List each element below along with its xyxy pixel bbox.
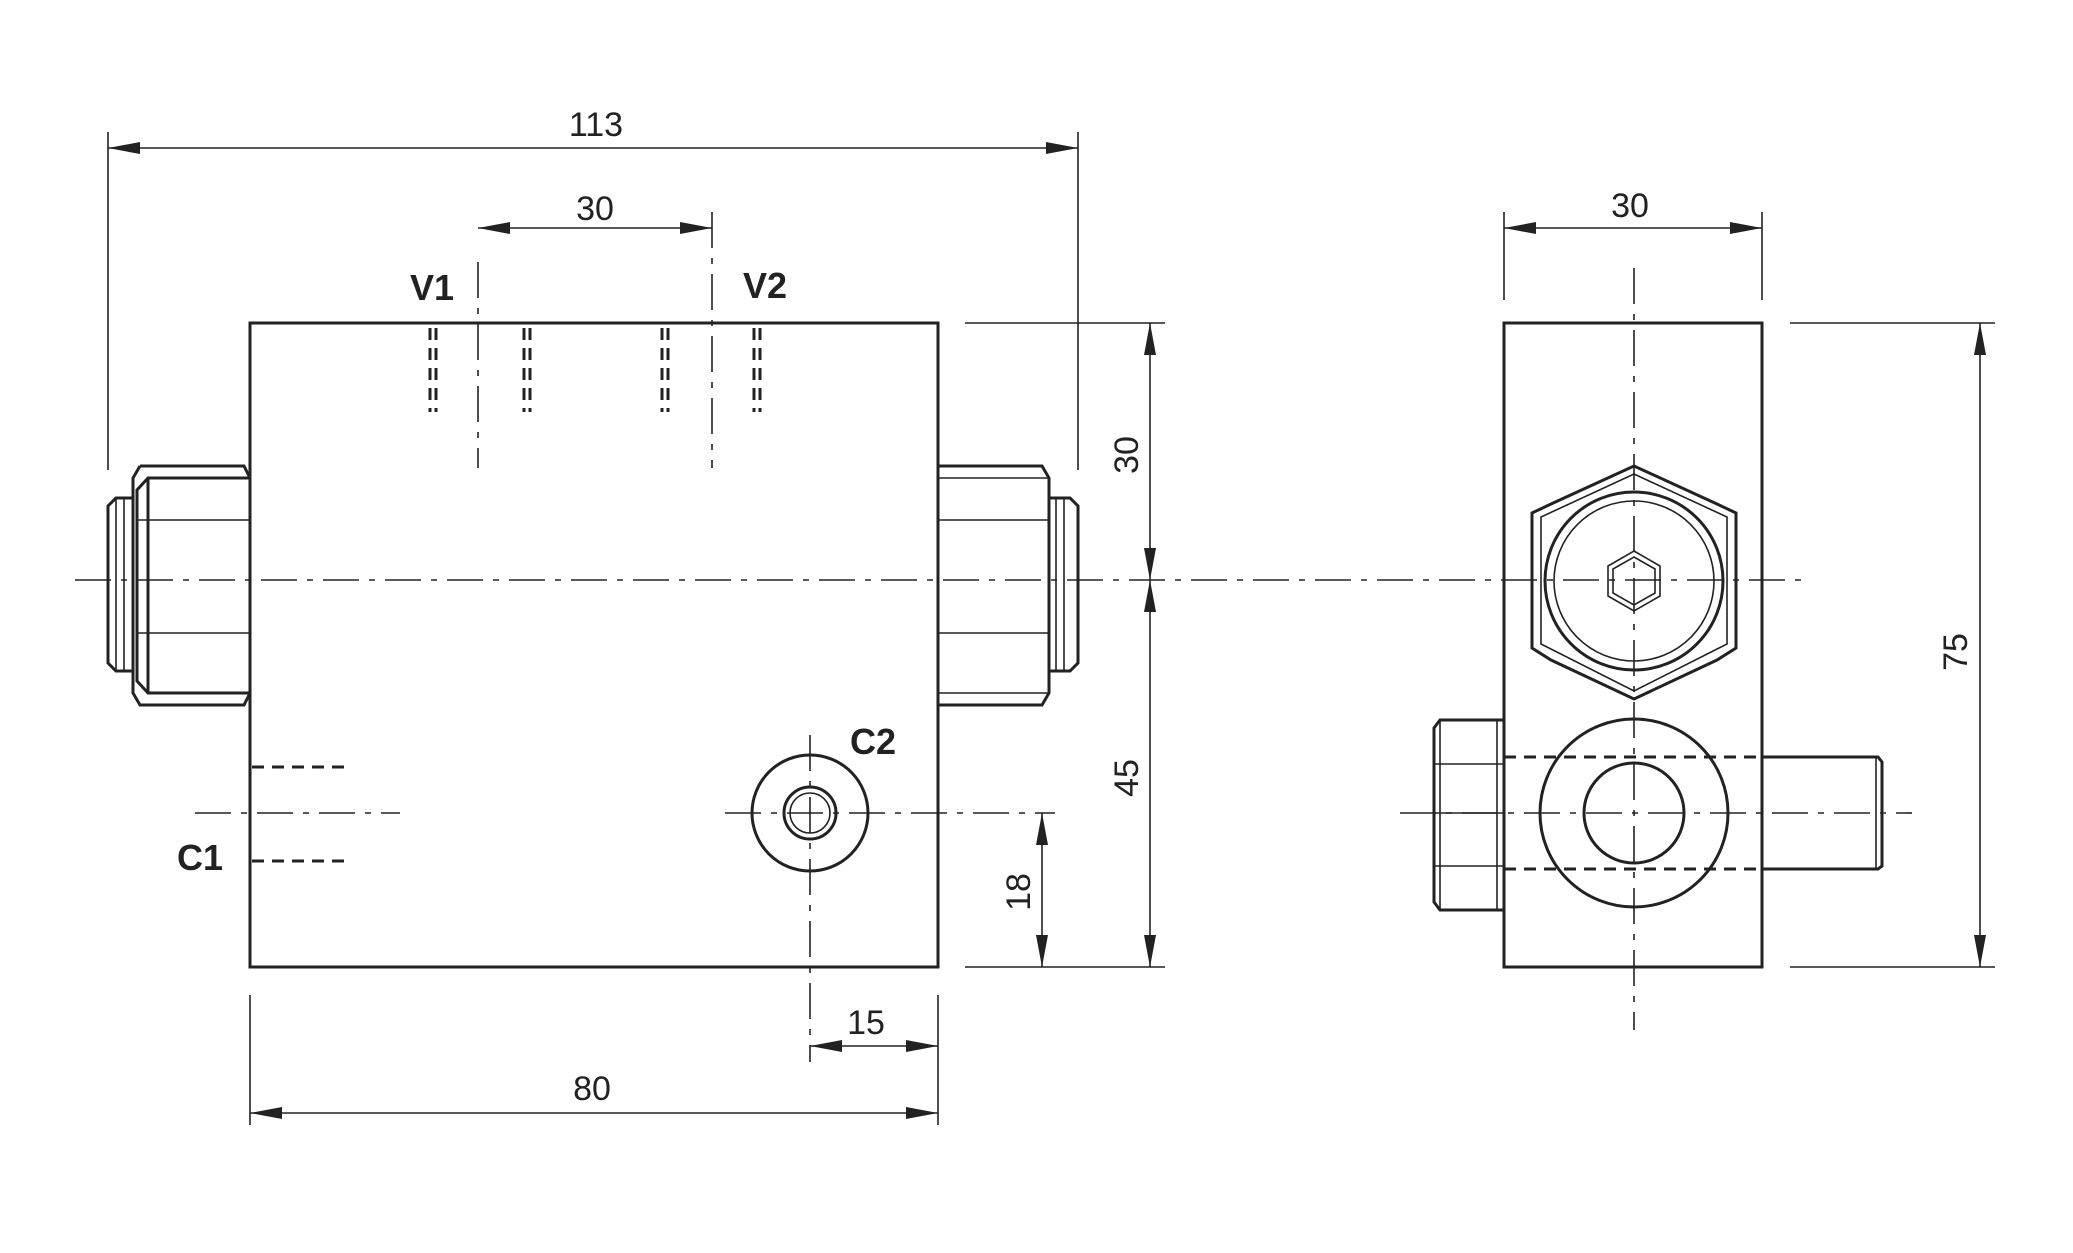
dimension-lines (107, 132, 1995, 1125)
valve-body-front (248, 321, 940, 969)
port-label-c2: C2 (850, 721, 896, 762)
side-left-nut (1432, 718, 1504, 912)
c1-hidden-lines (195, 765, 400, 863)
c2-port (725, 735, 1055, 1062)
dim-c2-offset: 15 (847, 1004, 885, 1042)
v-port-hidden-lines (428, 212, 762, 468)
dim-axis-to-bottom: 45 (1108, 759, 1146, 797)
left-fitting (106, 464, 252, 707)
dim-top-to-axis: 30 (1108, 436, 1146, 474)
dim-body-length: 80 (573, 1070, 611, 1108)
dim-side-width: 30 (1611, 187, 1649, 225)
valve-body-side (1502, 321, 1764, 969)
side-right-stub (1762, 755, 1884, 871)
dim-side-height: 75 (1937, 633, 1975, 671)
dim-port-spacing: 30 (576, 190, 614, 228)
front-view (75, 212, 1805, 1062)
port-label-v2: V2 (743, 265, 787, 306)
side-view (1400, 268, 1912, 1030)
right-fitting (938, 464, 1080, 707)
dim-overall-length: 113 (569, 106, 623, 144)
dimension-labels: 113 30 30 30 45 75 18 15 80 (569, 106, 1975, 1108)
port-label-v1: V1 (410, 267, 454, 308)
dim-c2-height: 18 (1000, 873, 1038, 911)
port-label-c1: C1 (177, 837, 223, 878)
port-labels: V1 V2 C1 C2 (177, 265, 896, 878)
